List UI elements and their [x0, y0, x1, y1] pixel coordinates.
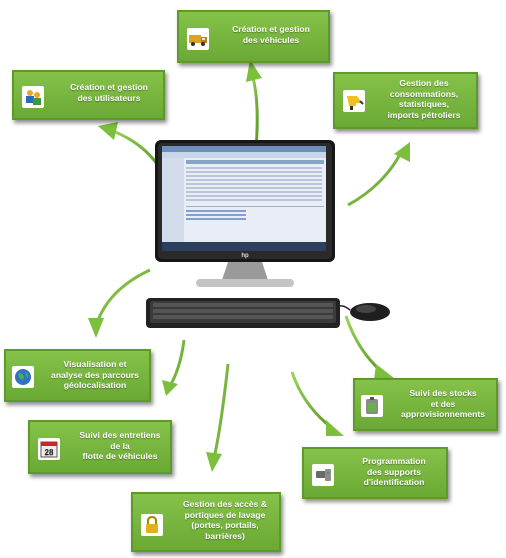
monitor-brand-logo: hp	[241, 253, 249, 259]
card-acces-line-1: Gestion des accès &	[182, 499, 268, 509]
card-consommations-line-4: imports pétroliers	[387, 109, 461, 120]
card-consommations-line-1: Gestion des	[399, 78, 449, 88]
card-acces-line-2: portiques de lavage	[184, 509, 266, 520]
arrow-entretiens	[168, 339, 186, 387]
card-entretiens-line-1: Suivi des entretiens	[79, 430, 161, 440]
users-icon	[22, 86, 44, 108]
card-entretiens-line-3: flotte de véhicules	[82, 451, 158, 461]
card-vehicules: Création et gestion des véhicules	[177, 10, 330, 63]
fuel-nozzle-icon	[343, 90, 365, 112]
arrowhead-acces	[206, 452, 222, 472]
card-stocks-line-3: approvisionnements	[400, 409, 486, 419]
padlock-icon	[141, 514, 163, 536]
fuel-tank-icon	[361, 395, 383, 417]
card-utilisateurs-line-1: Création et gestion	[70, 82, 148, 92]
card-supports: Programmation des supports d'identificat…	[302, 447, 448, 499]
card-consommations-line-3: statistiques,	[398, 99, 450, 109]
card-vehicules-line-2: des véhicules	[242, 34, 300, 45]
card-utilisateurs-line-2: des utilisateurs	[77, 92, 141, 103]
card-acces-line-3: (portes, portails,	[191, 520, 259, 530]
card-acces: Gestion des accès & portiques de lavage …	[131, 492, 281, 552]
monitor-stand	[222, 262, 268, 280]
card-acces-line-4: barrières)	[205, 530, 245, 541]
card-entretiens: 28 Suivi des entretiens de la flotte de …	[28, 420, 172, 474]
card-geolocalisation-line-3: géolocalisation	[63, 380, 127, 390]
arrowhead-entretiens	[162, 380, 178, 396]
card-vehicules-line-1: Création et gestion	[232, 24, 310, 34]
arrowhead-consommations	[394, 142, 410, 162]
globe-icon	[12, 366, 34, 388]
card-geolocalisation-line-1: Visualisation et	[63, 359, 127, 369]
card-supports-line-2: des supports	[367, 466, 421, 477]
truck-icon	[187, 28, 209, 50]
calendar-icon: 28	[38, 438, 60, 460]
arrow-acces	[212, 363, 230, 459]
monitor-base	[196, 279, 294, 287]
badge-reader-icon	[312, 464, 334, 486]
card-stocks-line-2: et des	[430, 398, 456, 409]
arrowhead-supports	[326, 420, 344, 436]
card-consommations: Gestion des consommations, statistiques,…	[333, 72, 478, 129]
svg-text:28: 28	[45, 448, 54, 457]
card-geolocalisation: Visualisation et analyse des parcours gé…	[4, 349, 151, 402]
arrowhead-stocks	[374, 364, 394, 380]
arrowhead-vehicules	[246, 60, 262, 82]
card-stocks-line-1: Suivi des stocks	[409, 388, 477, 398]
card-entretiens-line-2: de la	[110, 440, 130, 451]
arrowhead-geolocalisation	[88, 318, 104, 338]
arrowhead-utilisateurs	[98, 122, 118, 140]
card-supports-line-1: Programmation	[362, 456, 426, 466]
monitor-screen	[162, 146, 326, 251]
card-consommations-line-2: consommations,	[389, 88, 459, 99]
card-geolocalisation-line-2: analyse des parcours	[51, 369, 139, 380]
card-utilisateurs: Création et gestion des utilisateurs	[12, 70, 165, 120]
card-stocks: Suivi des stocks et des approvisionnemen…	[353, 378, 498, 431]
card-supports-line-3: d'identification	[363, 477, 425, 487]
